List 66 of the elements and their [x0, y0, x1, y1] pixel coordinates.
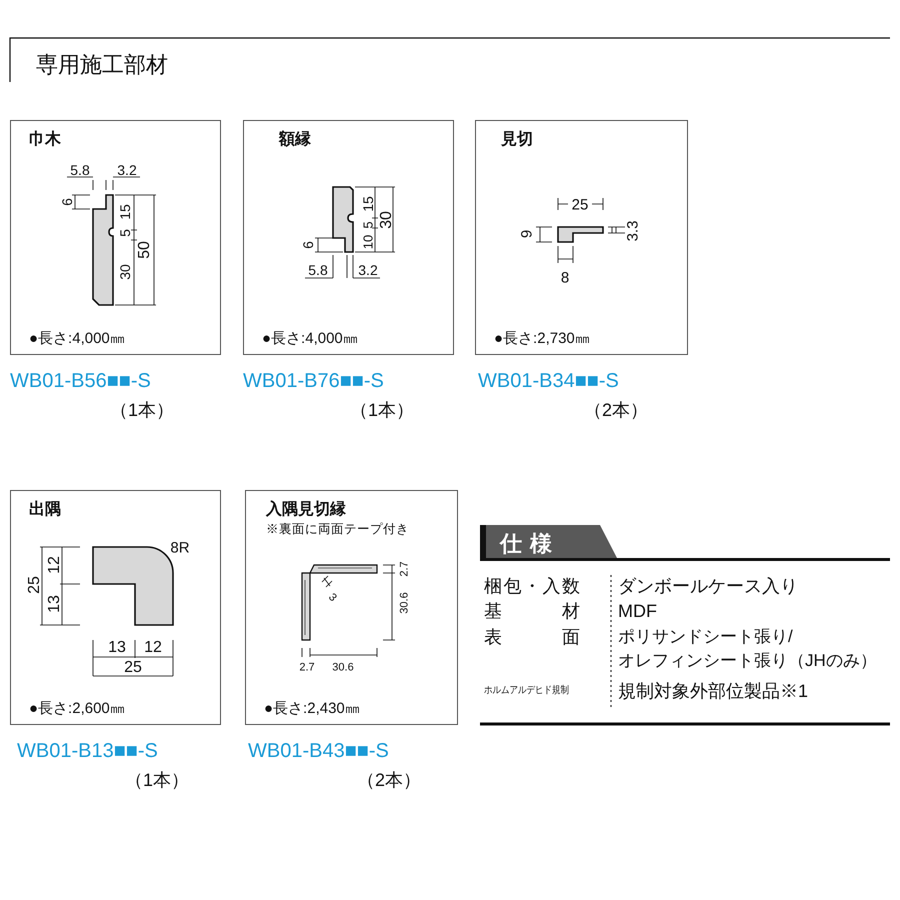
- length-text: ●長さ:2,600㎜: [29, 699, 125, 718]
- dimension-value: 13: [108, 640, 126, 656]
- part-title: 巾木: [29, 130, 61, 150]
- part-number: WB01-B13■■-S: [17, 740, 158, 763]
- dimension-value: 10: [362, 234, 374, 250]
- dimension-value: 12: [47, 556, 63, 574]
- part-number: WB01-B43■■-S: [248, 740, 389, 763]
- dimension-value: 3.3: [626, 220, 640, 242]
- dimension-value: 8R: [170, 540, 190, 556]
- dimension-value: 30.6: [332, 662, 354, 674]
- part-number: WB01-B34■■-S: [478, 370, 619, 393]
- spec-value: MDF: [618, 600, 657, 623]
- spec-value: ダンボールケース入り: [618, 575, 798, 598]
- spec-value: ポリサンドシート張り/オレフィンシート張り（JHのみ）: [618, 626, 878, 672]
- spec-label: 表面: [484, 626, 580, 649]
- part-title: 入隅見切縁: [266, 499, 346, 520]
- dimension-value: 8: [560, 270, 570, 286]
- dimension-value: 5: [362, 221, 374, 229]
- molding-box: [243, 120, 454, 355]
- dimension-value: 25: [27, 576, 43, 594]
- dimension-value: 50: [137, 241, 153, 259]
- length-text: ●長さ:2,730㎜: [494, 329, 590, 348]
- part-number: WB01-B56■■-S: [10, 370, 151, 393]
- spec-value: 規制対象外部位製品※1: [618, 680, 808, 703]
- spec-heading: 仕様: [500, 530, 560, 558]
- dimension-value: 5.8: [308, 263, 328, 277]
- dimension-value: 6: [60, 198, 74, 206]
- quantity-text: （1本）: [125, 769, 190, 792]
- dimension-value: 30: [379, 211, 395, 229]
- dimension-value: 6: [301, 241, 315, 249]
- length-text: ●長さ:4,000㎜: [262, 329, 358, 348]
- part-title: 額縁: [279, 129, 311, 150]
- dimension-value: 2.7: [299, 662, 315, 674]
- dimension-value: 30.6: [400, 592, 410, 614]
- dimension-value: 5: [118, 229, 132, 237]
- part-title: 出隅: [29, 500, 61, 520]
- dimension-value: 12: [144, 640, 162, 656]
- length-text: ●長さ:4,000㎜: [29, 329, 125, 348]
- part-number: WB01-B76■■-S: [243, 370, 384, 393]
- quantity-text: （1本）: [350, 399, 414, 422]
- dimension-value: 13: [47, 595, 63, 613]
- dimension-value: 9: [520, 230, 534, 238]
- spec-label: 基材: [484, 600, 580, 623]
- molding-box: [245, 490, 458, 725]
- length-text: ●長さ:2,430㎜: [264, 699, 360, 718]
- dimension-value: 5.8: [70, 163, 90, 177]
- page-title: 専用施工部材: [36, 51, 168, 79]
- part-title: 見切: [501, 130, 533, 150]
- molding-box: [10, 120, 221, 355]
- dimension-value: 3: [326, 592, 338, 604]
- note-text: ※裏面に両面テープ付き: [266, 521, 409, 538]
- dimension-value: 25: [572, 198, 588, 212]
- dimension-value: 15: [118, 204, 132, 220]
- molding-box: [10, 490, 221, 725]
- dimension-value: 15: [361, 196, 375, 212]
- spec-label: 梱包・入数: [484, 575, 580, 598]
- dimension-value: 3.2: [117, 163, 137, 177]
- molding-box: [475, 120, 688, 355]
- spec-label: ホルムアルデヒド規制: [484, 684, 569, 698]
- dimension-value: 25: [124, 660, 142, 676]
- quantity-text: （1本）: [110, 399, 174, 422]
- dimension-value: 2.7: [400, 561, 410, 577]
- dimension-value: 3.2: [358, 263, 378, 277]
- quantity-text: （2本）: [584, 399, 648, 422]
- quantity-text: （2本）: [357, 769, 422, 792]
- dimension-value: 30: [118, 264, 132, 280]
